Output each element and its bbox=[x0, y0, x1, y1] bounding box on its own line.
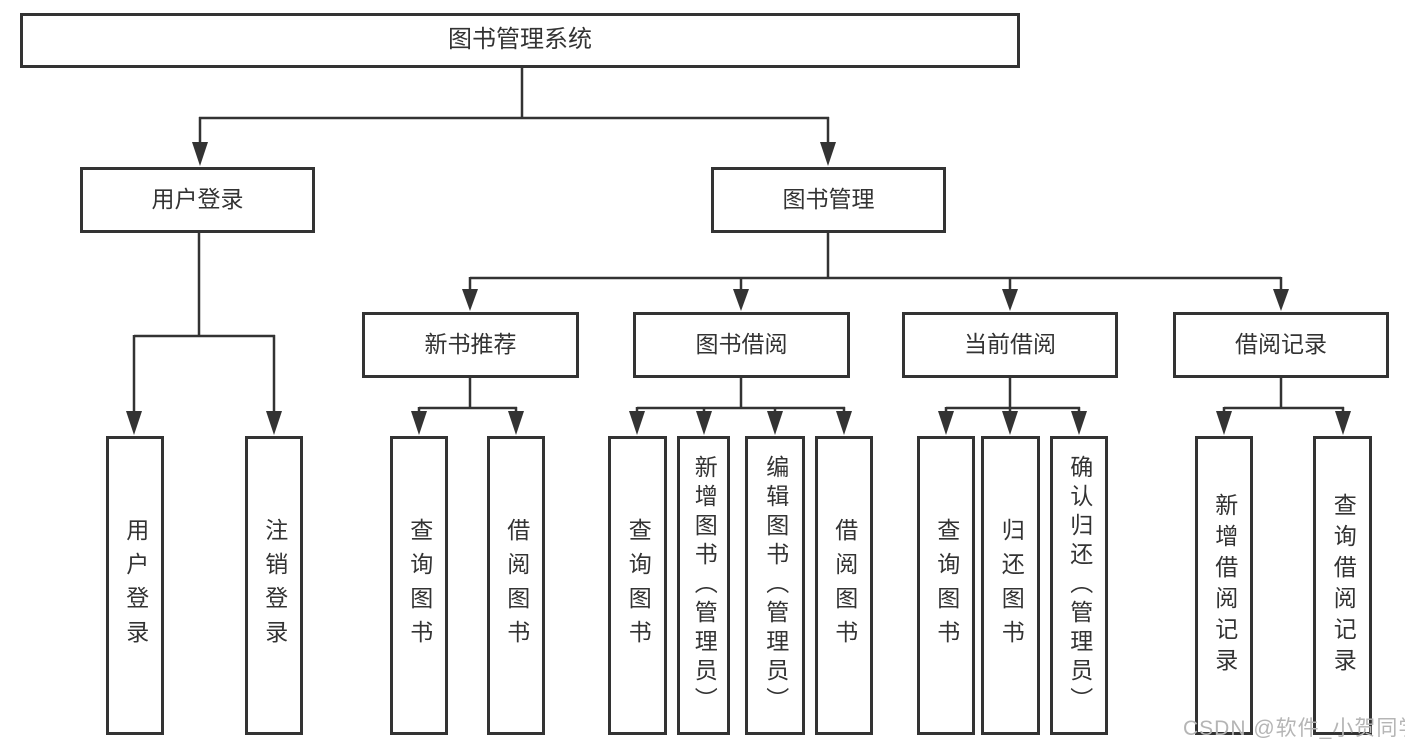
node-book-borrowing: 图书借阅 bbox=[633, 312, 850, 378]
leaf-bb-borrow-books: 借阅图书 bbox=[815, 436, 873, 735]
node-book-management: 图书管理 bbox=[711, 167, 946, 233]
leaf-nbr-query-books: 查询图书 bbox=[390, 436, 448, 735]
leaf-cb-query-books: 查询图书 bbox=[917, 436, 975, 735]
leaf-bb-query-books: 查询图书 bbox=[608, 436, 667, 735]
node-library-management-system: 图书管理系统 bbox=[20, 13, 1020, 68]
leaf-cb-return-books: 归还图书 bbox=[981, 436, 1040, 735]
leaf-bb-edit-books-admin: 编辑图书（管理员） bbox=[745, 436, 805, 735]
node-borrowing-records: 借阅记录 bbox=[1173, 312, 1389, 378]
csdn-watermark: CSDN @软件_小贺同学 bbox=[1183, 717, 1405, 740]
leaf-cb-confirm-return-admin: 确认归还（管理员） bbox=[1050, 436, 1108, 735]
node-new-book-recommendation: 新书推荐 bbox=[362, 312, 579, 378]
leaf-br-query-record: 查询借阅记录 bbox=[1313, 436, 1372, 735]
leaf-bb-add-books-admin: 新增图书（管理员） bbox=[677, 436, 730, 735]
leaf-nbr-borrow-books: 借阅图书 bbox=[487, 436, 545, 735]
leaf-br-add-record: 新增借阅记录 bbox=[1195, 436, 1253, 735]
node-user-login: 用户登录 bbox=[80, 167, 315, 233]
node-current-borrowing: 当前借阅 bbox=[902, 312, 1118, 378]
leaf-user-login: 用户登录 bbox=[106, 436, 164, 735]
arrowheads bbox=[126, 142, 1351, 435]
leaf-logout: 注销登录 bbox=[245, 436, 303, 735]
